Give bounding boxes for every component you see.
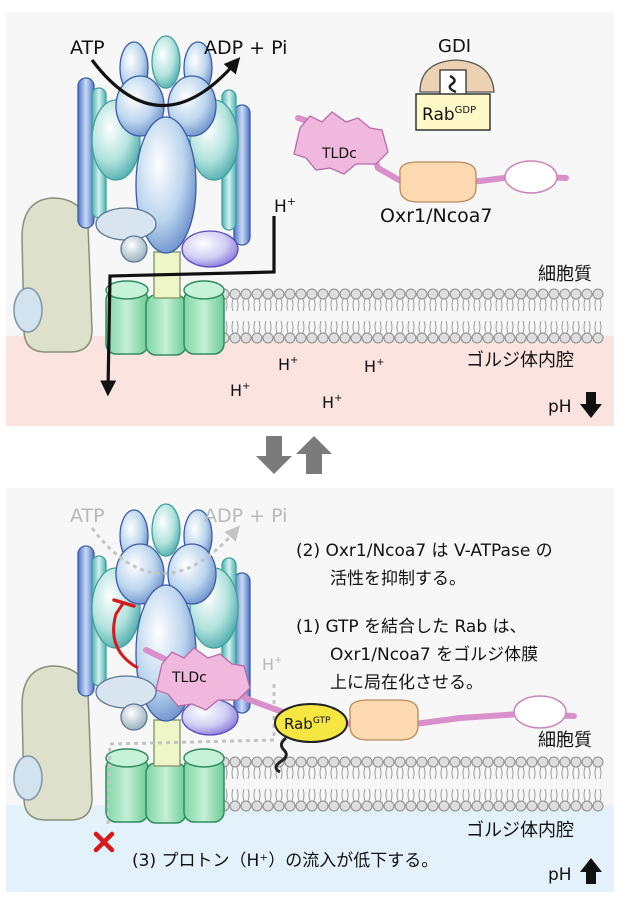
top-gdi-complex — [415, 59, 495, 131]
top-h-label-entry: H+ — [274, 195, 296, 217]
top-tldc-label: TLDc — [321, 146, 357, 162]
top-lumen-proton: H+ — [322, 393, 342, 412]
bottom-tldc-label: TLDc — [171, 670, 207, 686]
top-stator-head — [13, 287, 43, 333]
top-ph-label: pH — [548, 397, 572, 417]
bottom-ph-up-arrow — [580, 858, 602, 884]
top-gdi-label: GDI — [438, 36, 471, 57]
inhibition-bar — [112, 598, 136, 608]
top-lumen-proton: H+ — [278, 355, 298, 374]
bottom-proton-path-blocked — [106, 684, 276, 827]
top-cytoplasm-label: 細胞質 — [538, 264, 592, 285]
top-atp-label: ATP — [70, 37, 105, 59]
top-panel: ATP ADP + Pi H+ GDI RabGDP TLDc Oxr1/Nco… — [6, 12, 614, 426]
bottom-cytoplasm-label: 細胞質 — [538, 730, 592, 751]
bottom-ph-label: pH — [548, 865, 572, 885]
top-lumen-proton: H+ — [230, 381, 250, 400]
step1-text-line3: 上に局在化させる。 — [330, 673, 483, 693]
step1-text-line1: (1) GTP を結合した Rab は、 — [296, 617, 527, 637]
up-arrow-icon — [296, 436, 332, 474]
transition-arrows — [256, 436, 332, 474]
bottom-adp-pi-label: ADP + Pi — [204, 505, 287, 527]
step1-text-line2: Oxr1/Ncoa7 をゴルジ体膜 — [330, 644, 538, 665]
block-cross-icon — [93, 831, 115, 853]
step2-text-line2: 活性を抑制する。 — [330, 569, 466, 589]
top-ph-down-arrow — [580, 392, 602, 418]
bottom-membrane — [218, 756, 604, 812]
top-v1-head — [77, 35, 251, 268]
step3-text: (3) プロトン（H⁺）の流入が低下する。 — [132, 851, 438, 871]
down-arrow-icon — [256, 436, 292, 474]
top-hydrolysis-arrow — [90, 57, 241, 107]
bottom-panel: ATP ADP + Pi H+ TLDc RabGTP (2) Oxr1/Nco… — [6, 488, 614, 892]
top-membrane — [218, 288, 604, 344]
top-vo-ring — [105, 280, 225, 356]
inhibition-arrow — [112, 601, 139, 670]
bottom-vo-ring — [105, 748, 225, 824]
bottom-h-label-faded: H+ — [262, 655, 282, 674]
bottom-atp-label: ATP — [70, 505, 105, 527]
top-lumen-label: ゴルジ体内腔 — [466, 350, 574, 371]
top-lumen-proton: H+ — [364, 357, 384, 376]
bottom-hydrolysis-arrow-faded — [90, 525, 240, 575]
bottom-rab-gtp-label: RabGTP — [284, 715, 331, 733]
step2-text-line1: (2) Oxr1/Ncoa7 は V-ATPase の — [296, 541, 553, 561]
top-oxr1-label: Oxr1/Ncoa7 — [380, 205, 493, 227]
top-adp-pi-label: ADP + Pi — [204, 37, 287, 59]
bottom-rab-gtp — [274, 703, 348, 774]
bottom-oxr1-protein — [143, 647, 577, 741]
top-rab-gdp-label: RabGDP — [422, 105, 476, 125]
top-proton-path-arrow — [100, 216, 276, 397]
top-oxr1-protein — [293, 111, 569, 203]
bottom-stator-head — [13, 755, 43, 801]
bottom-lumen-label: ゴルジ体内腔 — [466, 820, 574, 841]
